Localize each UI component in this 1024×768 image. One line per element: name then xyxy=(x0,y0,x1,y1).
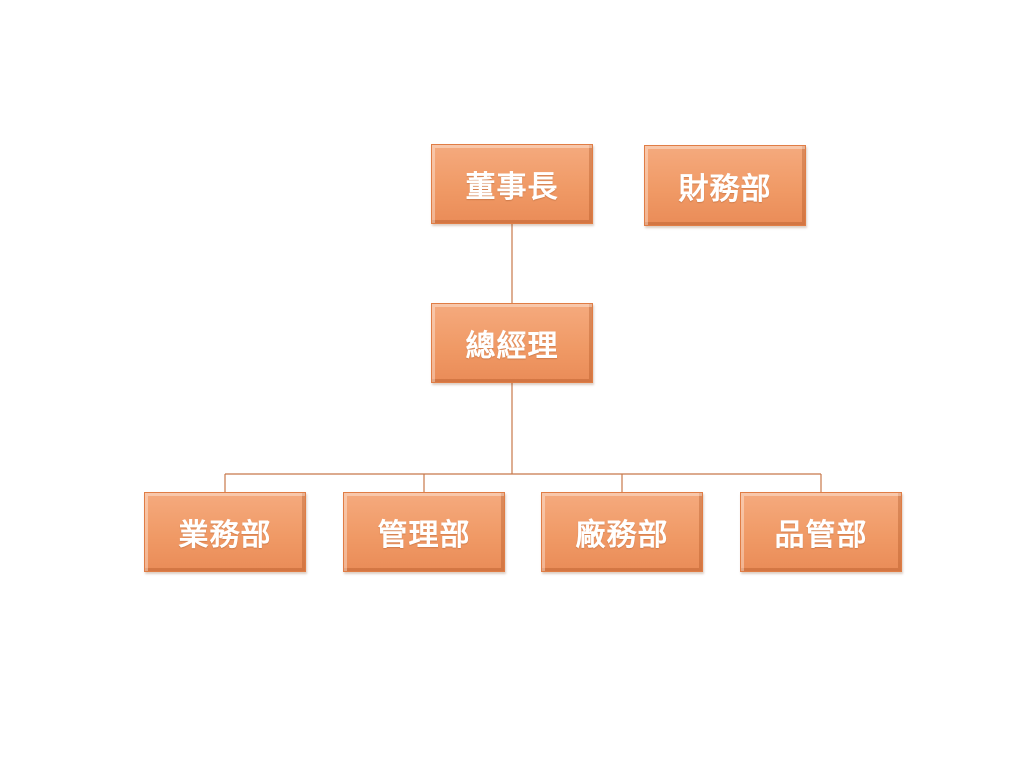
node-sales-department-label: 業務部 xyxy=(178,518,272,553)
node-quality-control-department: 品管部 xyxy=(740,492,902,572)
node-general-manager: 總經理 xyxy=(431,303,593,383)
node-chairman-label: 董事長 xyxy=(465,170,559,205)
node-administration-department: 管理部 xyxy=(343,492,505,572)
node-factory-department-label: 廠務部 xyxy=(575,518,669,553)
node-quality-control-department-label: 品管部 xyxy=(774,518,868,553)
node-administration-department-label: 管理部 xyxy=(377,518,471,553)
node-chairman: 董事長 xyxy=(431,144,593,224)
node-factory-department: 廠務部 xyxy=(541,492,703,572)
node-sales-department: 業務部 xyxy=(144,492,306,572)
node-general-manager-label: 總經理 xyxy=(465,329,559,364)
node-finance-department-label: 財務部 xyxy=(678,171,772,207)
node-finance-department: 財務部 xyxy=(644,145,806,226)
